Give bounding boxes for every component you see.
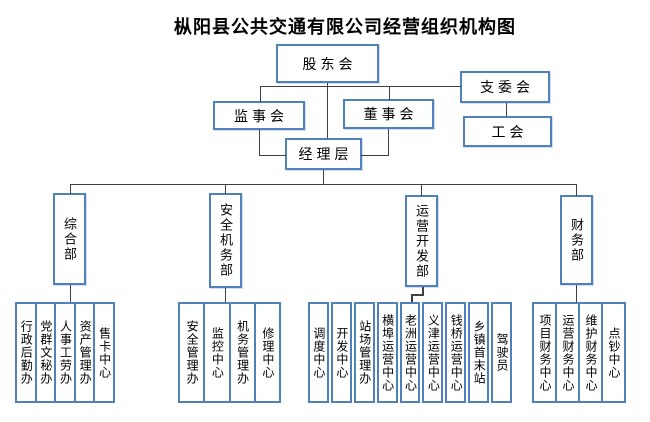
connector-drop-directors (389, 86, 390, 100)
node-labor-union: 工会 (463, 116, 552, 147)
org-node-card-sales-center: 售卡中心 (93, 302, 115, 403)
node-branch-committee: 支委会 (460, 71, 550, 103)
chart-title: 枞阳县公共交通有限公司经营组织机构图 (174, 17, 516, 37)
org-node-qianqiao-operations: 钱桥运营中心 (445, 302, 467, 403)
org-node-township-terminals: 乡镇首末站 (468, 302, 490, 403)
connector-finance-children (576, 285, 577, 302)
org-node-drivers: 驾驶员 (491, 302, 513, 403)
node-management: 经理层 (285, 138, 362, 170)
node-supervisory-board: 监事会 (213, 101, 305, 130)
group-general-children: 行政后勤办 党群文秘办 人事工劳办 资产管理办 售卡中心 (15, 302, 115, 403)
connector-general-children (70, 285, 71, 302)
org-node-repair-center: 修理中心 (253, 302, 281, 403)
org-node-asset-management: 资产管理办 (73, 302, 96, 403)
node-shareholders: 股东会 (276, 44, 379, 83)
connector-supervisory-elbow-v (259, 130, 260, 156)
connector-directors-elbow-h (361, 155, 389, 156)
node-dept-general: 综合部 (53, 193, 86, 285)
connector-departments-horizontal (70, 184, 577, 185)
connector-safety-children (225, 288, 226, 302)
node-dept-operations-development: 运营开发部 (405, 195, 438, 287)
connector-drop-general (70, 184, 71, 194)
connector-top-horizontal (260, 86, 461, 87)
org-node-hengbu-operations: 横埠运营中心 (376, 302, 398, 403)
org-node-admin-logistics: 行政后勤办 (15, 302, 37, 403)
org-node-safety-management: 安全管理办 (178, 302, 206, 403)
connector-shareholders-management (327, 83, 328, 138)
connector-directors-elbow-v (388, 129, 389, 156)
org-node-monitoring-center: 监控中心 (203, 302, 231, 403)
org-node-development-center: 开发中心 (330, 302, 352, 403)
org-node-maintenance-finance: 维护财务中心 (578, 302, 603, 403)
connector-supervisory-elbow-h (259, 155, 286, 156)
org-node-machinery-management: 机务管理办 (228, 302, 256, 403)
connector-drop-finance (576, 184, 577, 196)
connector-drop-safety (225, 184, 226, 194)
org-node-party-secretarial: 党群文秘办 (34, 302, 57, 403)
org-node-dispatch-center: 调度中心 (308, 302, 329, 403)
org-node-yijin-operations: 义津运营中心 (422, 302, 444, 403)
org-node-operations-finance: 运营财务中心 (555, 302, 580, 403)
connector-operations-elbow-h (411, 294, 424, 296)
connector-management-down (323, 170, 324, 184)
org-node-cash-counting-center: 点钞中心 (601, 302, 626, 403)
group-finance-children: 项目财务中心 运营财务中心 维护财务中心 点钞中心 (532, 302, 626, 403)
connector-drop-supervisory (260, 86, 261, 102)
org-node-project-finance: 项目财务中心 (532, 302, 557, 403)
group-safety-children: 安全管理办 监控中心 机务管理办 修理中心 (178, 302, 281, 403)
org-node-station-management: 站场管理办 (353, 302, 375, 403)
node-dept-safety-machinery: 安全机务部 (209, 193, 242, 288)
connector-operations-elbow-v1 (422, 287, 424, 296)
org-node-laozhou-operations: 老洲运营中心 (399, 302, 421, 403)
org-node-hr-labor: 人事工劳办 (54, 302, 76, 403)
node-board-of-directors: 董事会 (343, 99, 434, 129)
connector-branch-union (506, 103, 507, 116)
connector-operations-elbow-v2 (411, 294, 413, 302)
group-operations-children: 调度中心 开发中心 站场管理办 横埠运营中心 老洲运营中心 义津运营中心 钱桥运… (308, 302, 513, 403)
connector-drop-operations (421, 184, 422, 196)
node-dept-finance: 财务部 (560, 195, 593, 285)
